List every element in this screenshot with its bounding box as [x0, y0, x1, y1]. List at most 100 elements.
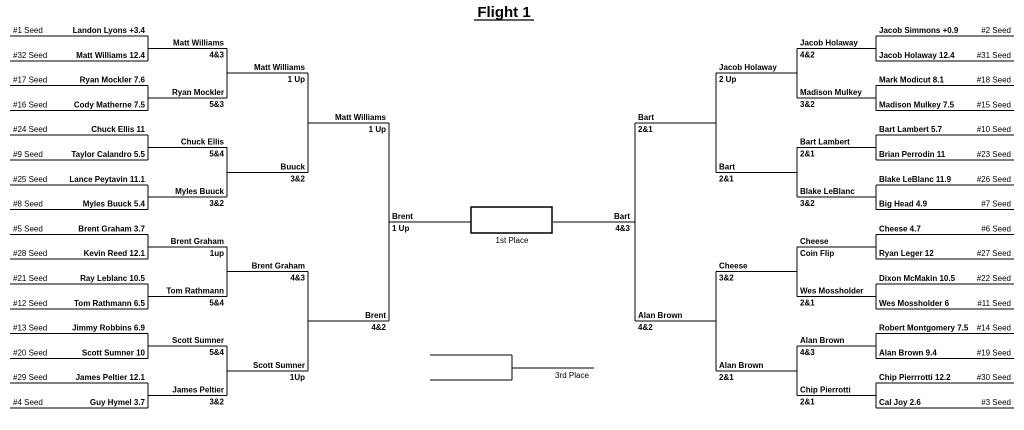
seed-label: #13 Seed — [13, 324, 47, 333]
player-entry: Chip Pierrrotti 12.2 — [879, 373, 951, 382]
round4-winner: Bart — [638, 113, 654, 122]
round4-score: 4&2 — [638, 323, 653, 332]
player-entry: Jacob Holaway 12.4 — [879, 51, 955, 60]
round2-winner: Jacob Holaway — [800, 38, 858, 47]
round2-score: 4&3 — [209, 50, 224, 59]
finalist-score: 1 Up — [392, 224, 409, 233]
round3-winner: Bart — [719, 162, 735, 171]
seed-label: #1 Seed — [13, 26, 43, 35]
player-entry: Taylor Calandro 5.5 — [71, 150, 145, 159]
seed-label: #9 Seed — [13, 150, 43, 159]
round2-score: Coin Flip — [800, 249, 834, 258]
round3-winner: Alan Brown — [719, 361, 764, 370]
player-entry: Tom Rathmann 6.5 — [74, 299, 146, 308]
player-entry: Myles Buuck 5.4 — [83, 200, 146, 209]
round2-score: 4&2 — [800, 50, 815, 59]
player-entry: Bart Lambert 5.7 — [879, 125, 943, 134]
player-entry: Alan Brown 9.4 — [879, 348, 937, 357]
player-entry: Ray Leblanc 10.5 — [80, 274, 145, 283]
round4-score: 2&1 — [638, 125, 653, 134]
seed-label: #5 Seed — [13, 224, 43, 233]
round2-score: 1up — [210, 249, 224, 258]
round2-score: 2&1 — [800, 150, 815, 159]
finalist-name: Brent — [392, 212, 413, 221]
player-entry: Cody Matherne 7.5 — [74, 100, 146, 109]
seed-label: #22 Seed — [977, 274, 1011, 283]
seed-label: #2 Seed — [981, 26, 1011, 35]
player-entry: Ryan Leger 12 — [879, 249, 934, 258]
round4-winner: Alan Brown — [638, 311, 683, 320]
round3-score: 3&2 — [719, 274, 734, 283]
round2-winner: Cheese — [800, 237, 829, 246]
round2-winner: Brent Graham — [171, 237, 224, 246]
player-entry: Wes Mossholder 6 — [879, 299, 950, 308]
round3-winner: Buuck — [281, 162, 306, 171]
seed-label: #30 Seed — [977, 373, 1011, 382]
player-entry: Robert Montgomery 7.5 — [879, 324, 969, 333]
player-entry: Guy Hymel 3.7 — [90, 398, 146, 407]
round4-score: 4&2 — [371, 323, 386, 332]
round2-score: 3&2 — [209, 398, 224, 407]
seed-label: #21 Seed — [13, 274, 47, 283]
player-entry: Cheese 4.7 — [879, 224, 921, 233]
round3-score: 1 Up — [288, 75, 305, 84]
seed-label: #10 Seed — [977, 125, 1011, 134]
round2-winner: Myles Buuck — [175, 187, 224, 196]
finalist-name: Bart — [614, 212, 630, 221]
third-place-label: 3rd Place — [555, 371, 589, 380]
first-place-label: 1st Place — [496, 236, 529, 245]
player-entry: Blake LeBlanc 11.9 — [879, 175, 952, 184]
player-entry: Jimmy Robbins 6.9 — [72, 324, 145, 333]
round2-winner: Blake LeBlanc — [800, 187, 855, 196]
round4-winner: Matt Williams — [335, 113, 387, 122]
seed-label: #16 Seed — [13, 100, 47, 109]
seed-label: #12 Seed — [13, 299, 47, 308]
seed-label: #18 Seed — [977, 76, 1011, 85]
round2-winner: Chip Pierrotti — [800, 386, 851, 395]
player-entry: James Peltier 12.1 — [76, 373, 146, 382]
round2-score: 5&4 — [209, 348, 224, 357]
round2-score: 5&3 — [209, 100, 224, 109]
seed-label: #17 Seed — [13, 76, 47, 85]
round3-winner: Brent Graham — [252, 262, 305, 271]
player-entry: Madison Mulkey 7.5 — [879, 100, 955, 109]
round2-score: 3&2 — [800, 100, 815, 109]
round2-winner: Ryan Mockler — [172, 88, 224, 97]
player-entry: Brent Graham 3.7 — [78, 224, 145, 233]
seed-label: #26 Seed — [977, 175, 1011, 184]
round3-score: 2&1 — [719, 174, 734, 183]
finalist-score: 4&3 — [615, 224, 630, 233]
round2-score: 3&2 — [209, 199, 224, 208]
round3-winner: Matt Williams — [254, 63, 306, 72]
round3-winner: Jacob Holaway — [719, 63, 777, 72]
seed-label: #27 Seed — [977, 249, 1011, 258]
third-place-bracket — [430, 354, 594, 381]
seed-label: #31 Seed — [977, 51, 1011, 60]
seed-label: #15 Seed — [977, 100, 1011, 109]
round3-score: 2&1 — [719, 373, 734, 382]
player-entry: Scott Sumner 10 — [82, 348, 146, 357]
round2-winner: Alan Brown — [800, 336, 845, 345]
seed-label: #32 Seed — [13, 51, 47, 60]
round2-winner: Wes Mossholder — [800, 286, 863, 295]
seed-label: #3 Seed — [981, 398, 1011, 407]
round2-score: 5&4 — [209, 298, 224, 307]
round2-score: 3&2 — [800, 199, 815, 208]
round3-score: 2 Up — [719, 75, 736, 84]
round3-score: 4&3 — [290, 274, 305, 283]
seed-label: #20 Seed — [13, 348, 47, 357]
player-entry: Ryan Mockler 7.6 — [80, 76, 146, 85]
seed-label: #11 Seed — [977, 299, 1011, 308]
seed-label: #19 Seed — [977, 348, 1011, 357]
player-entry: Cal Joy 2.6 — [879, 398, 921, 407]
round3-score: 3&2 — [290, 174, 305, 183]
round4-winner: Brent — [365, 311, 386, 320]
round2-winner: Madison Mulkey — [800, 88, 862, 97]
player-entry: Kevin Reed 12.1 — [84, 249, 146, 258]
round2-winner: James Peltier — [172, 386, 224, 395]
seed-label: #24 Seed — [13, 125, 47, 134]
seed-label: #6 Seed — [981, 224, 1011, 233]
round2-winner: Chuck Ellis — [181, 138, 225, 147]
round3-winner: Cheese — [719, 262, 748, 271]
